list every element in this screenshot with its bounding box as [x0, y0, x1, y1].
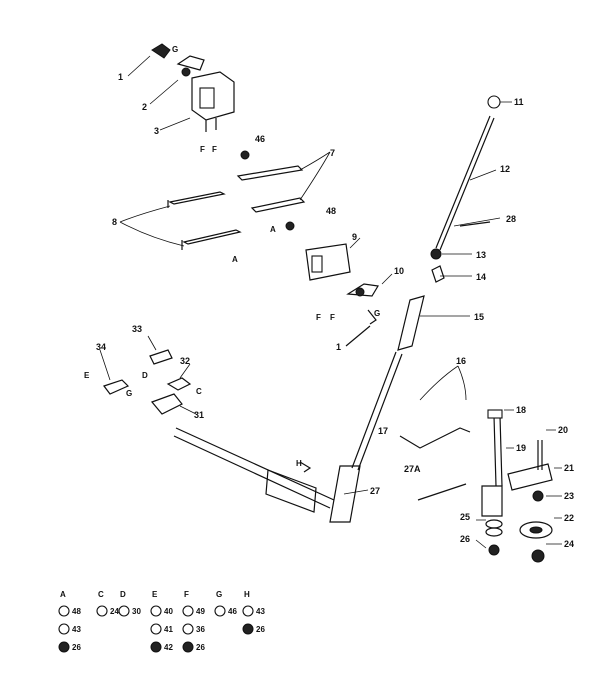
ref-f: F — [330, 313, 335, 322]
key-part-number: 26 — [256, 625, 265, 634]
part-rods-8 — [119, 191, 242, 250]
ref-f: F — [212, 145, 217, 154]
part-right-assembly — [399, 365, 562, 563]
callout-27a: 27A — [404, 464, 421, 474]
callout-16: 16 — [456, 356, 466, 366]
ref-g: G — [374, 309, 380, 318]
hardware-icon — [58, 605, 70, 617]
callout-2: 2 — [142, 102, 147, 112]
key-letter: C — [98, 590, 104, 599]
callout-1: 1 — [336, 342, 341, 352]
callout-10: 10 — [394, 266, 404, 276]
key-letter: H — [244, 590, 250, 599]
callout-33: 33 — [132, 324, 142, 334]
hardware-icon — [182, 623, 194, 635]
part-lever-27 — [173, 351, 403, 523]
key-letter: A — [60, 590, 66, 599]
key-part-number: 24 — [110, 607, 119, 616]
key-part-number: 42 — [164, 643, 173, 652]
callout-14: 14 — [476, 272, 486, 282]
callout-27: 27 — [370, 486, 380, 496]
ref-a: A — [232, 255, 238, 264]
ref-d: D — [142, 371, 148, 380]
callout-12: 12 — [500, 164, 510, 174]
hardware-icon — [118, 605, 130, 617]
ref-e: E — [84, 371, 90, 380]
key-part-number: 46 — [228, 607, 237, 616]
ref-h: H — [296, 459, 302, 468]
callout-19: 19 — [516, 443, 526, 453]
leader-line — [345, 325, 371, 347]
callout-46: 46 — [255, 134, 265, 144]
ref-f: F — [200, 145, 205, 154]
ref-a: A — [270, 225, 276, 234]
callout-28: 28 — [506, 214, 516, 224]
hardware-icon — [150, 623, 162, 635]
key-part-number: 43 — [256, 607, 265, 616]
ref-c: C — [196, 387, 202, 396]
key-part-number: 40 — [164, 607, 173, 616]
hardware-key: A 48 43 26 C 24D 30 E 40 41 42 F 49 36 26 G 46 H 43 26 — [58, 590, 265, 653]
callout-26: 26 — [460, 534, 470, 544]
callout-48: 48 — [326, 206, 336, 216]
hardware-icon — [242, 623, 254, 635]
callout-17: 17 — [378, 426, 388, 436]
callout-31: 31 — [194, 410, 204, 420]
ref-f: F — [316, 313, 321, 322]
callout-23: 23 — [564, 491, 574, 501]
hardware-icon — [214, 605, 226, 617]
callout-22: 22 — [564, 513, 574, 523]
callout-15: 15 — [474, 312, 484, 322]
ref-g: G — [126, 389, 132, 398]
callout-25: 25 — [460, 512, 470, 522]
key-part-number: 26 — [196, 643, 205, 652]
part-links — [236, 150, 331, 231]
callout-7: 7 — [330, 148, 335, 158]
key-part-number: 43 — [72, 625, 81, 634]
callout-11: 11 — [514, 97, 524, 107]
key-part-number: 41 — [164, 625, 173, 634]
hardware-icon — [182, 605, 194, 617]
part-bracket-assembly — [127, 43, 235, 132]
key-part-number: 30 — [132, 607, 141, 616]
key-letter: G — [216, 590, 222, 599]
hardware-icon — [58, 623, 70, 635]
key-part-number: 36 — [196, 625, 205, 634]
callout-8: 8 — [112, 217, 117, 227]
ref-g: G — [172, 45, 178, 54]
part-shift-rod — [397, 95, 512, 351]
callout-18: 18 — [516, 405, 526, 415]
part-small-brackets — [99, 335, 197, 415]
hardware-icon — [150, 605, 162, 617]
callout-9: 9 — [352, 232, 357, 242]
hardware-icon — [150, 641, 162, 653]
callout-34: 34 — [96, 342, 106, 352]
hardware-icon — [58, 641, 70, 653]
key-letter: D — [120, 590, 126, 599]
key-part-number: 26 — [72, 643, 81, 652]
hardware-icon — [96, 605, 108, 617]
callout-32: 32 — [180, 356, 190, 366]
key-part-number: 49 — [196, 607, 205, 616]
callout-20: 20 — [558, 425, 568, 435]
hardware-icon — [242, 605, 254, 617]
key-letter: E — [152, 590, 158, 599]
callout-24: 24 — [564, 539, 574, 549]
callout-1: 1 — [118, 72, 123, 82]
key-part-number: 48 — [72, 607, 81, 616]
part-plate-9 — [305, 237, 393, 325]
key-letter: F — [184, 590, 189, 599]
callout-21: 21 — [564, 463, 574, 473]
callout-3: 3 — [154, 126, 159, 136]
hardware-icon — [182, 641, 194, 653]
callout-13: 13 — [476, 250, 486, 260]
